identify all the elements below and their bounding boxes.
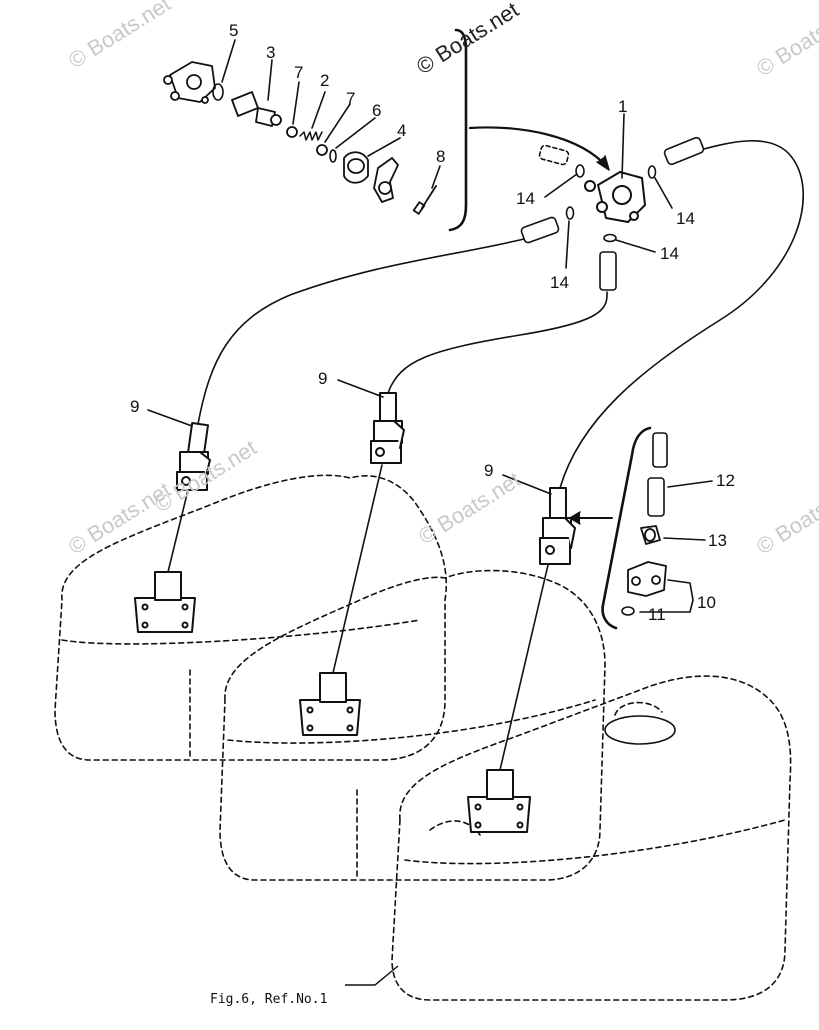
fuel-tank-left	[55, 475, 446, 760]
callout-12: 12	[716, 471, 735, 490]
callout-9b: 9	[318, 369, 328, 388]
joint-arrow	[470, 127, 608, 168]
callout-7b: 7	[346, 89, 356, 108]
joint-body-small	[164, 62, 215, 103]
hose-coupler-left	[177, 423, 210, 490]
callout-13: 13	[708, 531, 727, 550]
callout-14d: 14	[660, 244, 679, 263]
hose-piece-c	[600, 252, 616, 290]
part-7b	[317, 145, 327, 155]
part-3	[232, 92, 281, 126]
part-4-lever	[374, 158, 398, 202]
tank-line-left	[168, 490, 188, 572]
tank-line-middle	[333, 465, 382, 673]
callout-4: 4	[397, 121, 407, 140]
o-ring-14b	[649, 166, 656, 178]
callout-8: 8	[436, 147, 446, 166]
o-ring-11	[622, 607, 634, 615]
callout-9c: 9	[484, 461, 494, 480]
fuel-hose-right	[560, 141, 803, 488]
fuel-tank-right	[392, 676, 791, 1000]
callout-10: 10	[697, 593, 716, 612]
hose-piece-d	[539, 145, 570, 166]
tank-fitting-middle	[300, 673, 360, 735]
callout-1: 1	[618, 97, 628, 116]
callout-7a: 7	[294, 63, 304, 82]
part-6	[330, 150, 336, 162]
fuel-joint	[585, 172, 645, 222]
joint-bracket	[450, 30, 466, 230]
hose-coupler-middle	[371, 393, 404, 463]
coupler-hose-top	[653, 433, 667, 467]
hose-piece-b	[663, 136, 704, 165]
tank-fitting-left	[135, 572, 195, 632]
hose-coupler-right	[540, 488, 575, 564]
hose-piece-a	[520, 216, 559, 243]
spring-2	[300, 132, 322, 140]
coupler-bracket	[603, 428, 650, 628]
callout-9a: 9	[130, 397, 140, 416]
callout-3: 3	[266, 43, 276, 62]
fuel-hose-left	[198, 238, 528, 424]
callout-11: 11	[648, 605, 666, 624]
o-ring-14d	[604, 235, 616, 242]
figure-caption: Fig.6, Ref.No.1	[210, 992, 328, 1007]
tank-fitting-right	[468, 770, 530, 832]
part-7a	[287, 127, 297, 137]
callout-14b: 14	[676, 209, 695, 228]
coupler-part-13	[641, 526, 660, 544]
callout-14a: 14	[516, 189, 535, 208]
coupler-part-12	[648, 478, 664, 516]
callout-14c: 14	[550, 273, 569, 292]
o-ring-14a	[576, 165, 584, 177]
screw-8	[414, 186, 436, 214]
fuel-tank-middle	[220, 571, 605, 880]
o-ring-14c	[567, 207, 574, 219]
callout-6: 6	[372, 101, 382, 120]
tank-line-right	[500, 565, 548, 770]
callout-5: 5	[229, 21, 239, 40]
o-ring-5	[213, 84, 223, 100]
fuel-hose-middle	[388, 292, 607, 393]
callout-2: 2	[320, 71, 330, 90]
part-4-knob	[344, 152, 368, 183]
coupler-body-10	[628, 562, 666, 596]
